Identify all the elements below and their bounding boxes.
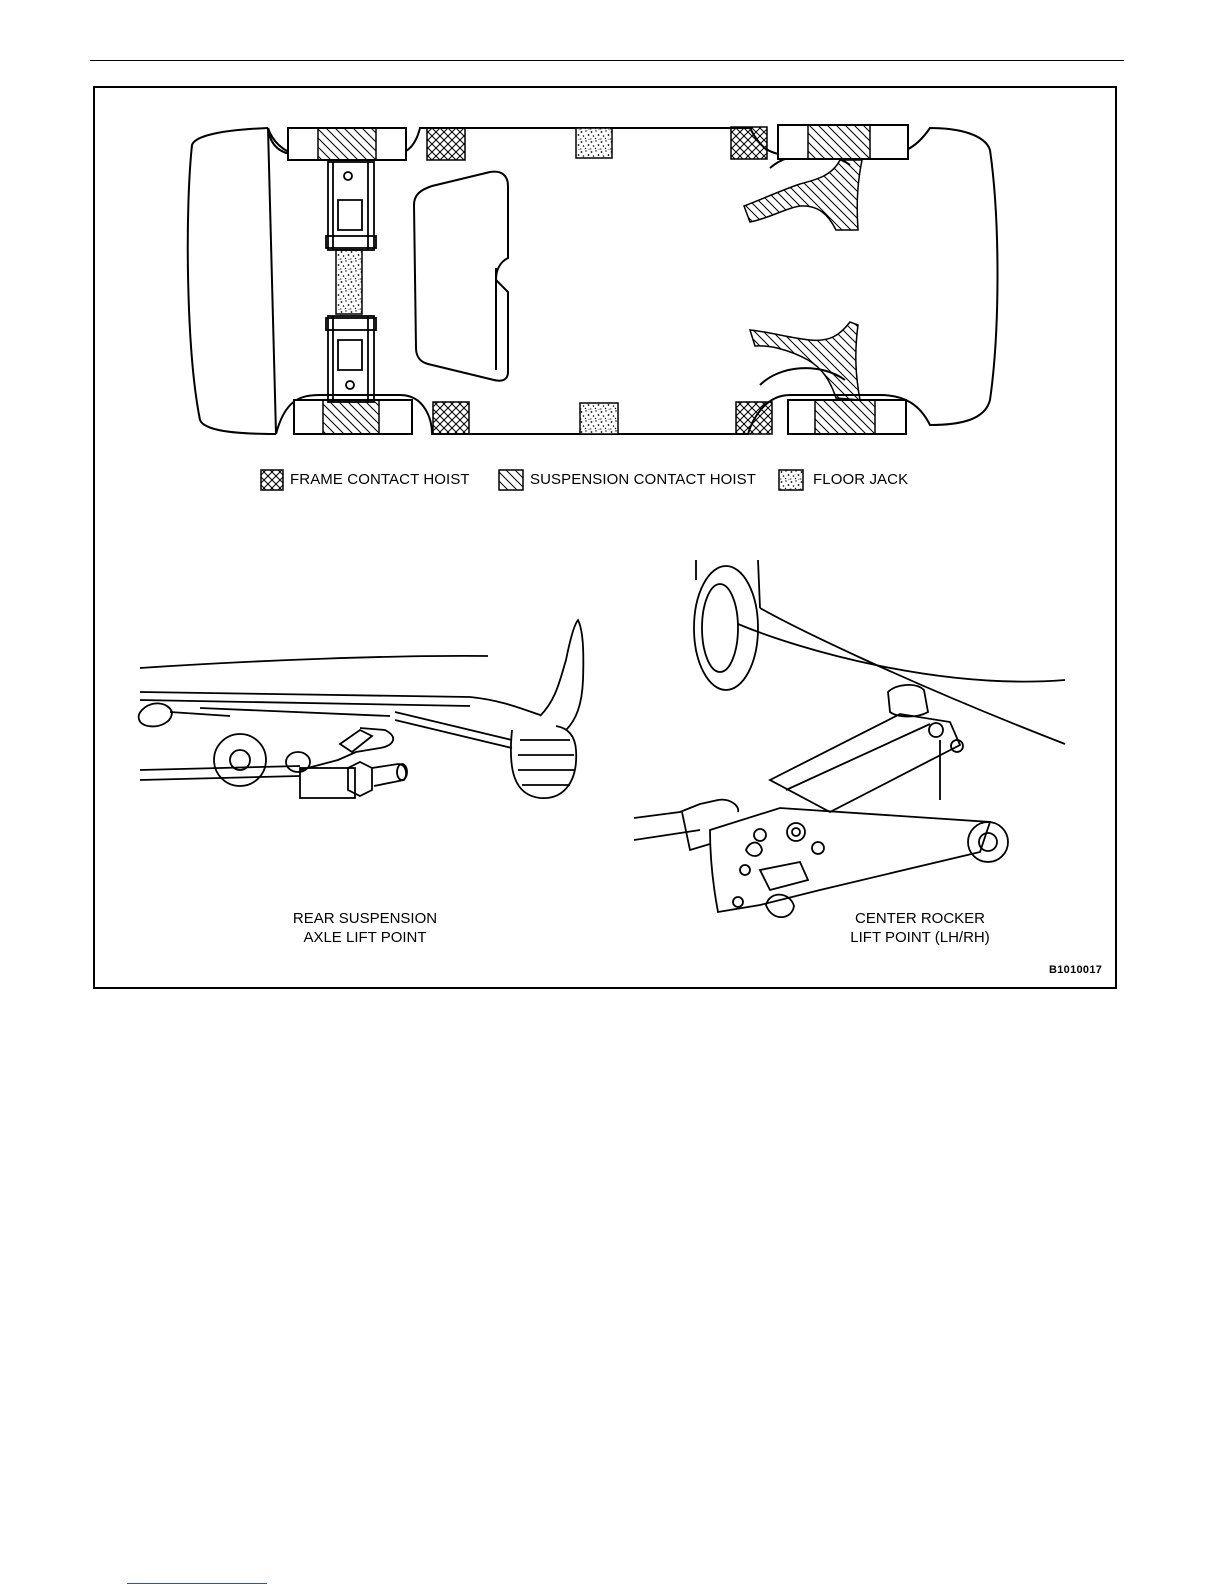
- car-underbody-outline: [188, 128, 998, 434]
- center-rocker-caption: CENTER ROCKER LIFT POINT (LH/RH): [835, 909, 1005, 947]
- floor-jack-swatch: [779, 470, 803, 490]
- rear-caption-line2: AXLE LIFT POINT: [280, 928, 450, 947]
- frame-contact-pads: [427, 127, 772, 434]
- center-caption-line1: CENTER ROCKER: [835, 909, 1005, 928]
- center-caption-line2: LIFT POINT (LH/RH): [835, 928, 1005, 947]
- suspension-contact-swatch: [499, 470, 523, 490]
- legend-suspension-contact-hoist: SUSPENSION CONTACT HOIST: [530, 471, 756, 488]
- lift-points-diagram: [0, 0, 1224, 1000]
- legend-frame-contact-hoist: FRAME CONTACT HOIST: [290, 471, 470, 488]
- rear-axle-lift-illustration: [139, 620, 584, 798]
- suspension-contact-pads: [318, 125, 875, 434]
- frame-contact-swatch: [261, 470, 283, 490]
- rear-caption-line1: REAR SUSPENSION: [280, 909, 450, 928]
- car-tires: [288, 125, 908, 434]
- figure-id: B1010017: [1049, 964, 1102, 976]
- legend-floor-jack: FLOOR JACK: [813, 471, 908, 488]
- front-suspension-arms: [744, 160, 862, 400]
- fuel-tank: [414, 172, 508, 381]
- center-rocker-lift-illustration: [634, 560, 1065, 917]
- floor-jack-pads: [336, 128, 618, 434]
- rear-suspension-caption: REAR SUSPENSION AXLE LIFT POINT: [280, 909, 450, 947]
